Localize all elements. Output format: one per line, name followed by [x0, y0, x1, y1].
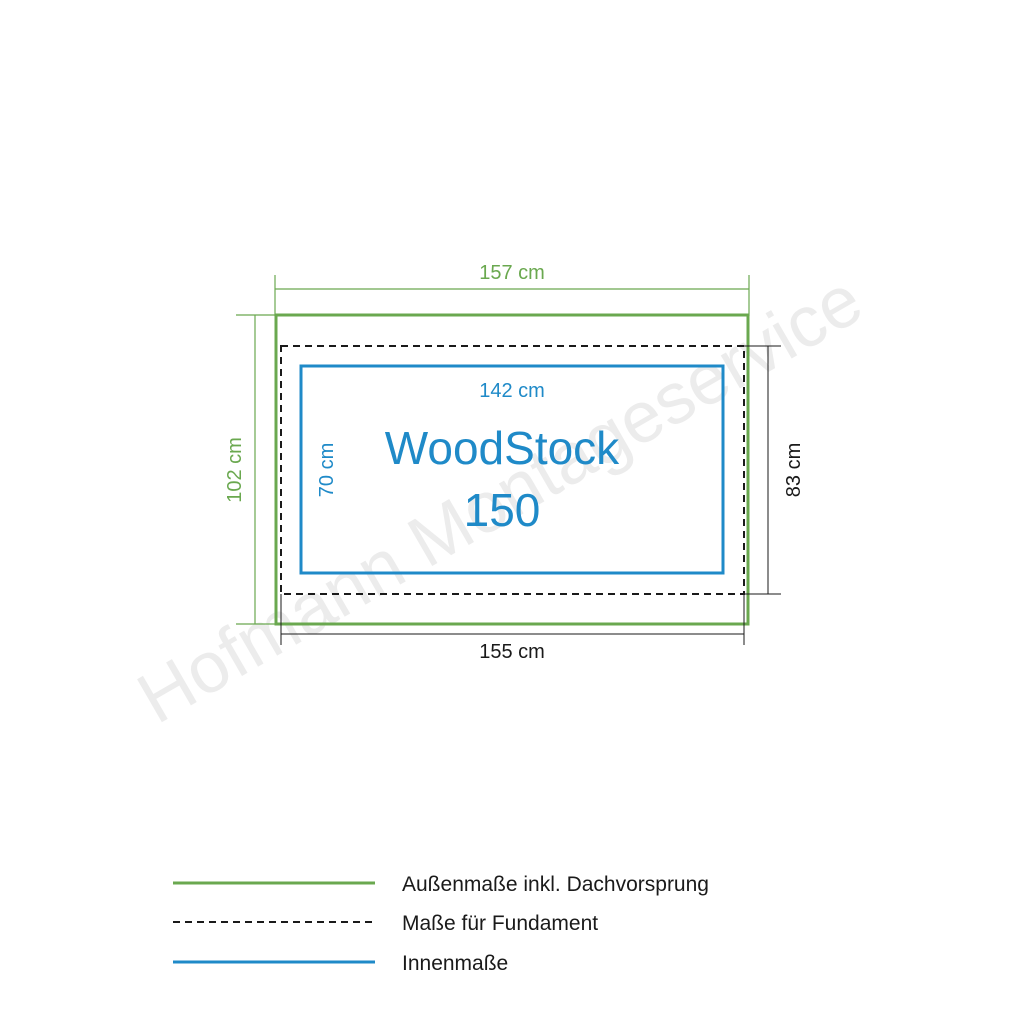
foundation-depth-dimension — [744, 345, 781, 595]
inner-width-label: 142 cm — [479, 380, 545, 402]
inner-depth-label: 70 cm — [316, 443, 338, 497]
legend-label-outer: Außenmaße inkl. Dachvorsprung — [402, 873, 709, 896]
legend: Außenmaße inkl. Dachvorsprung Maße für F… — [173, 873, 709, 975]
outer-depth-dimension — [236, 314, 276, 625]
outer-width-dimension — [274, 275, 750, 316]
outer-rectangle — [274, 313, 750, 626]
product-model: 150 — [464, 484, 541, 536]
foundation-rectangle — [280, 345, 745, 595]
foundation-width-dimension — [280, 594, 745, 645]
outer-width-label: 157 cm — [479, 262, 545, 284]
foundation-depth-label: 83 cm — [783, 443, 805, 497]
outer-depth-label: 102 cm — [224, 437, 246, 503]
legend-label-foundation: Maße für Fundament — [402, 912, 598, 935]
inner-rectangle — [299, 364, 725, 575]
foundation-width-label: 155 cm — [479, 641, 545, 663]
legend-label-inner: Innenmaße — [402, 952, 508, 975]
product-name: WoodStock — [385, 422, 620, 474]
